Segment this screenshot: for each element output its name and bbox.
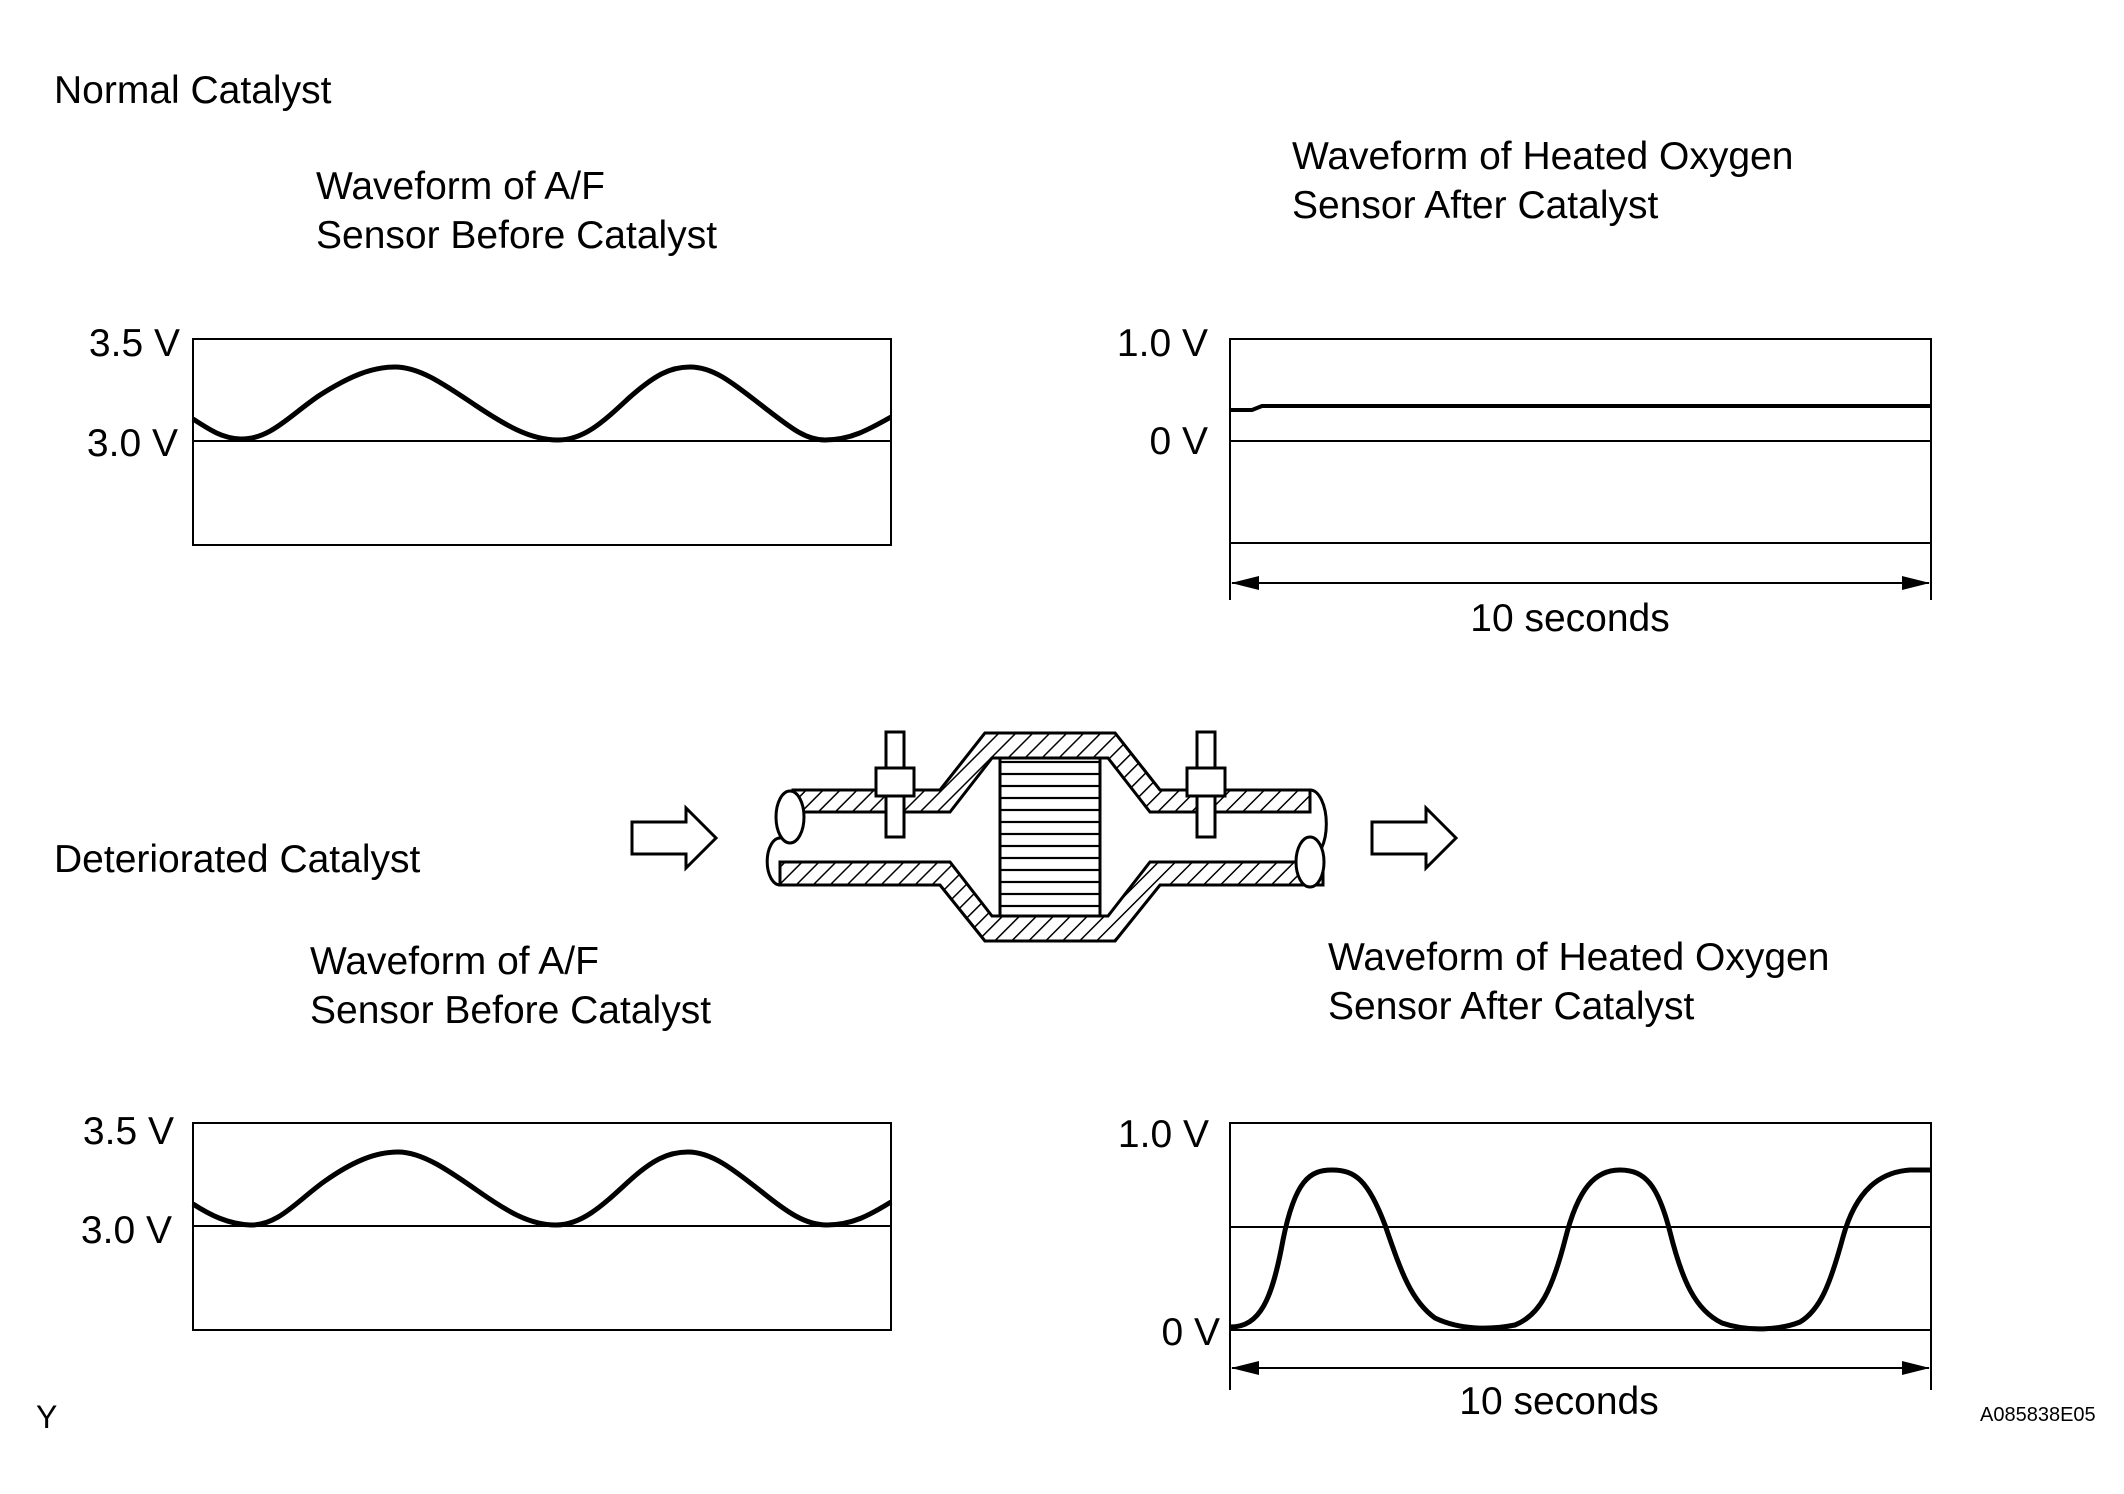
normal-af-waveform: [191, 364, 893, 443]
inlet-pipe-end: [774, 789, 806, 845]
deteriorated-ho2-title-line1: Waveform of Heated Oxygen: [1328, 936, 1830, 979]
catalytic-converter-illustration: [765, 730, 1328, 943]
corner-mark: Y: [36, 1399, 58, 1435]
af-sensor-icon: [874, 730, 916, 839]
normal-ho2-tick-mid: 0 V: [1149, 420, 1208, 463]
deteriorated-ho2-tick-top: 1.0 V: [1117, 1113, 1209, 1156]
deteriorated-af-tick-mid: 3.0 V: [80, 1209, 172, 1252]
heated-oxygen-sensor-icon: [1185, 730, 1227, 839]
deteriorated-ho2-tick-bottom: 0 V: [1161, 1311, 1220, 1354]
normal-ho2-tick-top: 1.0 V: [1116, 322, 1208, 365]
deteriorated-ho2-duration-label: 10 seconds: [1459, 1380, 1659, 1423]
normal-ho2-waveform: [1230, 404, 1931, 412]
outlet-pipe-end: [1294, 835, 1326, 889]
normal-catalyst-label: Normal Catalyst: [54, 69, 332, 112]
normal-ho2-graph: [1229, 338, 1932, 600]
deteriorated-catalyst-label: Deteriorated Catalyst: [54, 838, 421, 881]
normal-af-tick-mid: 3.0 V: [86, 422, 178, 465]
normal-af-title-line2: Sensor Before Catalyst: [316, 214, 718, 257]
deteriorated-af-graph: [191, 1122, 893, 1331]
normal-ho2-title-line2: Sensor After Catalyst: [1292, 184, 1659, 227]
normal-ho2-title-line1: Waveform of Heated Oxygen: [1292, 135, 1794, 178]
deteriorated-ho2-title-line2: Sensor After Catalyst: [1328, 985, 1695, 1028]
deteriorated-af-tick-top: 3.5 V: [82, 1110, 174, 1153]
deteriorated-af-waveform: [191, 1149, 893, 1228]
flow-arrow-out-icon: [1370, 804, 1459, 872]
normal-af-graph: [191, 338, 893, 546]
deteriorated-ho2-graph: [1229, 1122, 1932, 1390]
deteriorated-af-title-line2: Sensor Before Catalyst: [310, 989, 712, 1032]
normal-af-tick-top: 3.5 V: [88, 322, 180, 365]
deteriorated-ho2-waveform: [1229, 1167, 1931, 1332]
deteriorated-af-title-line1: Waveform of A/F: [310, 940, 599, 983]
figure-code: A085838E05: [1980, 1404, 2096, 1426]
normal-ho2-duration-label: 10 seconds: [1470, 597, 1670, 640]
catalyst-substrate: [998, 756, 1102, 918]
normal-af-title-line1: Waveform of A/F: [316, 165, 605, 208]
flow-arrow-in-icon: [630, 804, 719, 872]
